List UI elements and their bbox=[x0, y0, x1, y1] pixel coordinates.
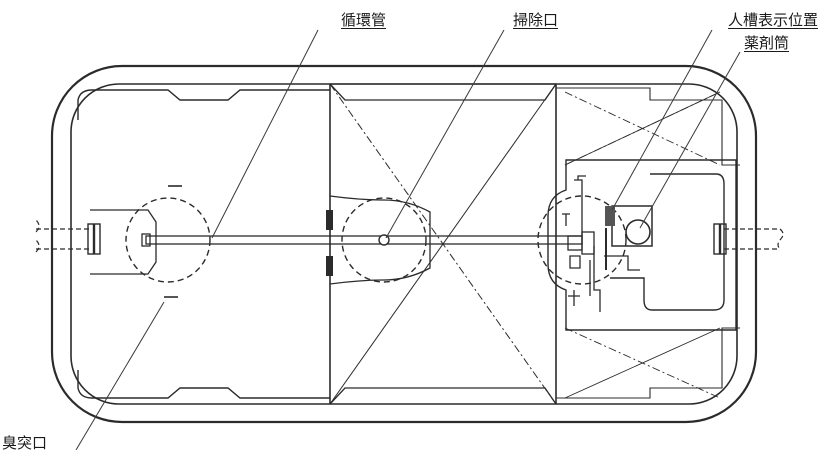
manhole-circle-left bbox=[125, 197, 211, 283]
leader-cleanout-port bbox=[385, 29, 505, 239]
manhole-circle-middle bbox=[341, 197, 427, 283]
label-manhole-mark-position: 人槽表示位置 bbox=[728, 11, 819, 29]
label-chemical-cylinder: 薬剤筒 bbox=[744, 34, 790, 52]
circulation-pipe bbox=[145, 235, 583, 245]
middle-chamber-bottom-slope bbox=[329, 387, 557, 405]
chemical-cylinder bbox=[625, 219, 651, 245]
inlet-pipe bbox=[35, 219, 101, 255]
circulation-pipe-end-left bbox=[141, 233, 151, 247]
cleanout-port-mark bbox=[378, 234, 390, 246]
label-vent-port: 臭突口 bbox=[2, 434, 48, 452]
leader-circulation-pipe bbox=[211, 29, 319, 239]
label-cleanout-port: 掃除口 bbox=[513, 11, 559, 29]
left-chamber-bottom-rim bbox=[77, 370, 330, 399]
tank-outer-wall bbox=[50, 64, 758, 424]
cleanout-baffle bbox=[329, 195, 431, 285]
left-chamber-top-rim bbox=[77, 89, 330, 120]
partition-slot-upper bbox=[326, 210, 333, 230]
treatment-tank-outline bbox=[547, 159, 737, 331]
leader-chemical-cylinder bbox=[639, 51, 741, 229]
leader-vent-port bbox=[75, 301, 165, 451]
outlet-pipe bbox=[713, 223, 784, 255]
label-circulation-pipe: 循環管 bbox=[341, 11, 387, 29]
right-chamber-hatching bbox=[556, 87, 740, 399]
leader-manhole-mark bbox=[611, 29, 713, 211]
middle-chamber-top-slope bbox=[329, 83, 557, 101]
manhole-circle-right bbox=[537, 195, 627, 285]
manhole-mark-hatch bbox=[605, 206, 615, 226]
equipment-piping bbox=[562, 175, 640, 312]
partition-slot-lower bbox=[326, 256, 333, 276]
effluent-chamber-outline bbox=[610, 173, 725, 311]
